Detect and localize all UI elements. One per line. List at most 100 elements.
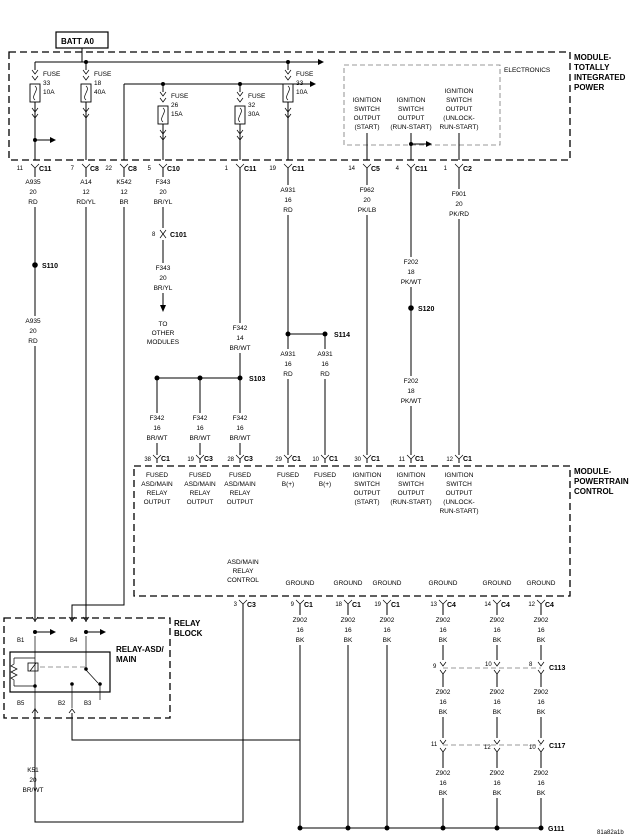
svg-text:12: 12 bbox=[484, 745, 491, 751]
svg-text:C4: C4 bbox=[545, 602, 554, 609]
svg-text:B1: B1 bbox=[17, 638, 25, 644]
svg-text:SWITCH: SWITCH bbox=[354, 106, 380, 113]
svg-text:RELAY: RELAY bbox=[147, 490, 168, 497]
battery-bus bbox=[34, 48, 324, 160]
svg-text:RELAY: RELAY bbox=[230, 490, 251, 497]
svg-text:BR/WT: BR/WT bbox=[230, 345, 251, 352]
svg-text:MAIN: MAIN bbox=[116, 655, 137, 664]
svg-text:26: 26 bbox=[171, 102, 179, 109]
svg-text:A931: A931 bbox=[280, 187, 296, 194]
svg-text:OUTPUT: OUTPUT bbox=[446, 490, 473, 497]
svg-text:13: 13 bbox=[430, 602, 437, 608]
svg-text:C1: C1 bbox=[352, 602, 361, 609]
svg-text:RD: RD bbox=[320, 371, 330, 378]
tipm-ignition-start-label: IGNITION SWITCH OUTPUT (START) bbox=[353, 97, 382, 131]
svg-text:28: 28 bbox=[227, 457, 234, 463]
tipm-connector-4: 1 C11 bbox=[225, 163, 257, 174]
svg-text:OTHER: OTHER bbox=[152, 330, 175, 337]
svg-text:C3: C3 bbox=[247, 602, 256, 609]
svg-text:C117: C117 bbox=[549, 743, 565, 750]
svg-text:F202: F202 bbox=[404, 259, 419, 266]
svg-text:ASD/MAIN: ASD/MAIN bbox=[141, 481, 173, 488]
svg-text:PK/LB: PK/LB bbox=[358, 207, 376, 214]
svg-text:OUTPUT: OUTPUT bbox=[144, 499, 171, 506]
svg-text:15A: 15A bbox=[171, 111, 183, 118]
svg-text:C11: C11 bbox=[244, 166, 257, 173]
svg-text:BR: BR bbox=[119, 199, 128, 206]
svg-text:RD: RD bbox=[28, 199, 38, 206]
svg-text:20: 20 bbox=[29, 777, 37, 784]
svg-text:C11: C11 bbox=[39, 166, 52, 173]
svg-text:16: 16 bbox=[153, 425, 161, 432]
svg-text:11: 11 bbox=[431, 742, 438, 748]
svg-text:16: 16 bbox=[196, 425, 204, 432]
splice-s110: S110 bbox=[32, 262, 58, 270]
svg-text:PK/WT: PK/WT bbox=[401, 279, 422, 286]
tipm-module-box bbox=[8, 51, 571, 161]
svg-text:C1: C1 bbox=[292, 456, 301, 463]
relay-block-box bbox=[3, 617, 171, 719]
svg-text:Z902: Z902 bbox=[436, 617, 451, 624]
svg-text:19: 19 bbox=[187, 457, 194, 463]
svg-text:TO: TO bbox=[159, 321, 168, 328]
svg-text:BK: BK bbox=[439, 637, 448, 644]
svg-text:9: 9 bbox=[291, 602, 295, 608]
svg-text:BLOCK: BLOCK bbox=[174, 629, 203, 638]
svg-text:C113: C113 bbox=[549, 665, 565, 672]
tipm-ignition-unlock-label: IGNITION SWITCH OUTPUT (UNLOCK- RUN-STAR… bbox=[439, 88, 478, 131]
svg-text:Z902: Z902 bbox=[534, 617, 549, 624]
svg-text:16: 16 bbox=[537, 780, 545, 787]
svg-text:16: 16 bbox=[439, 627, 447, 634]
svg-text:C3: C3 bbox=[204, 456, 213, 463]
svg-text:B3: B3 bbox=[84, 701, 92, 707]
to-other-modules-label: TO OTHER MODULES bbox=[147, 321, 180, 346]
svg-text:BK: BK bbox=[439, 709, 448, 716]
svg-text:C1: C1 bbox=[161, 456, 170, 463]
svg-text:Z902: Z902 bbox=[436, 689, 451, 696]
svg-text:RD: RD bbox=[283, 207, 293, 214]
svg-text:29: 29 bbox=[275, 457, 282, 463]
relay-block-label: RELAY BLOCK bbox=[174, 619, 203, 638]
svg-text:8: 8 bbox=[152, 232, 156, 238]
svg-text:16: 16 bbox=[439, 699, 447, 706]
svg-text:C1: C1 bbox=[391, 602, 400, 609]
svg-text:BR/WT: BR/WT bbox=[190, 435, 211, 442]
svg-text:12: 12 bbox=[120, 189, 128, 196]
svg-text:RUN-START): RUN-START) bbox=[439, 508, 478, 515]
svg-text:16: 16 bbox=[296, 627, 304, 634]
svg-text:F343: F343 bbox=[156, 179, 171, 186]
svg-text:BR/YL: BR/YL bbox=[154, 199, 173, 206]
svg-text:BR/YL: BR/YL bbox=[154, 285, 173, 292]
svg-text:A935: A935 bbox=[25, 318, 41, 325]
svg-text:C10: C10 bbox=[167, 166, 180, 173]
svg-text:C4: C4 bbox=[501, 602, 510, 609]
svg-text:1: 1 bbox=[225, 166, 229, 172]
svg-text:16: 16 bbox=[284, 197, 292, 204]
svg-text:S120: S120 bbox=[418, 306, 434, 313]
svg-text:FUSE: FUSE bbox=[296, 71, 314, 78]
svg-text:F342: F342 bbox=[193, 415, 208, 422]
pcm-connector-1: 19 C3 bbox=[187, 454, 213, 463]
splice-s114: S114 bbox=[334, 332, 350, 339]
svg-text:30A: 30A bbox=[248, 111, 260, 118]
svg-text:14: 14 bbox=[236, 335, 244, 342]
svg-text:BK: BK bbox=[537, 709, 546, 716]
svg-text:A931: A931 bbox=[280, 351, 296, 358]
svg-text:INTEGRATED: INTEGRATED bbox=[574, 73, 626, 82]
svg-text:A931: A931 bbox=[317, 351, 333, 358]
svg-text:C11: C11 bbox=[292, 166, 305, 173]
svg-text:OUTPUT: OUTPUT bbox=[354, 490, 381, 497]
